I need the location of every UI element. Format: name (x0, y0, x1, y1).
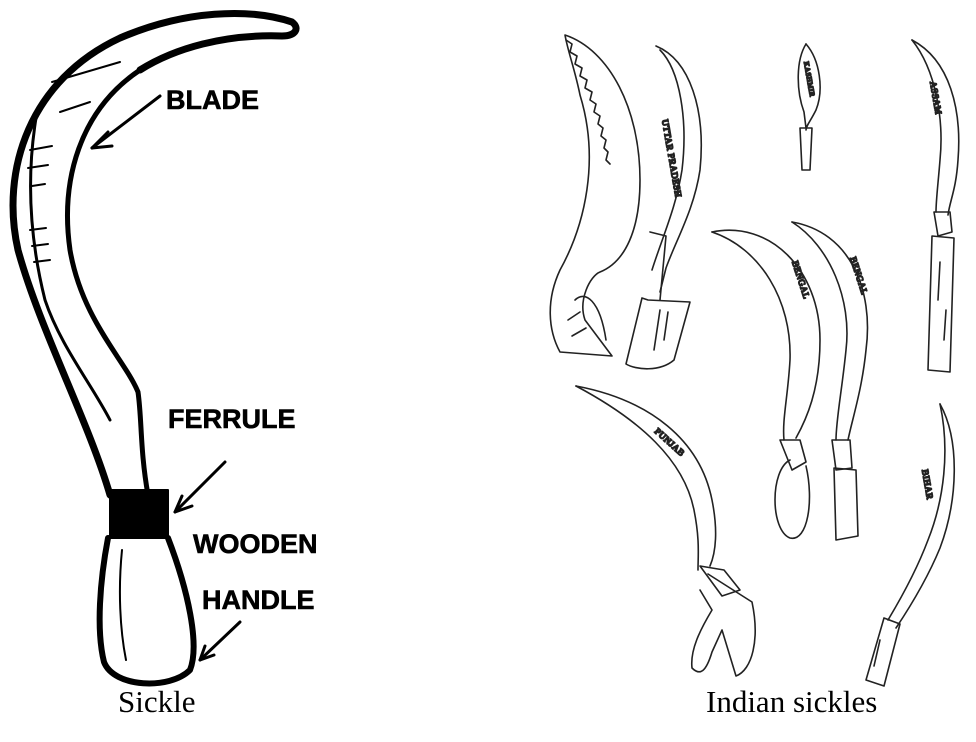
blade-bevel (30, 118, 110, 420)
tag-assam: ASSAM (928, 81, 944, 116)
tag-bengal-1: BENGAL (790, 260, 812, 301)
tag-bihar: BIHAR (920, 469, 935, 501)
wooden-handle (100, 538, 194, 683)
sickle-uttar-pradesh (626, 46, 701, 369)
handle-arrow (200, 622, 240, 660)
tag-punjab: PUNJAB (653, 426, 687, 458)
label-blade: BLADE (166, 85, 259, 115)
ferrule-arrow (175, 462, 225, 512)
sickle-punjab (576, 386, 755, 676)
label-ferrule: FERRULE (168, 404, 296, 434)
handle-grain (120, 550, 126, 660)
leader-arrows (92, 96, 240, 660)
sickle-serrated (550, 35, 640, 356)
caption-sickle: Sickle (118, 684, 196, 720)
ferrule-band (110, 490, 168, 538)
tag-kashmir: KASHMIR (802, 61, 816, 98)
caption-indian-sickles: Indian sickles (706, 684, 877, 720)
tag-uttar-pradesh: UTTAR PRADESH (660, 119, 684, 199)
tag-bengal-2: BENGAL (848, 256, 870, 297)
label-wooden: WOODEN (193, 529, 318, 559)
indian-sickles-drawings: UTTAR PRADESH KASHMIR ASSAM BENGAL (550, 35, 958, 686)
label-handle: HANDLE (202, 585, 315, 615)
sickle-bihar (866, 404, 954, 686)
